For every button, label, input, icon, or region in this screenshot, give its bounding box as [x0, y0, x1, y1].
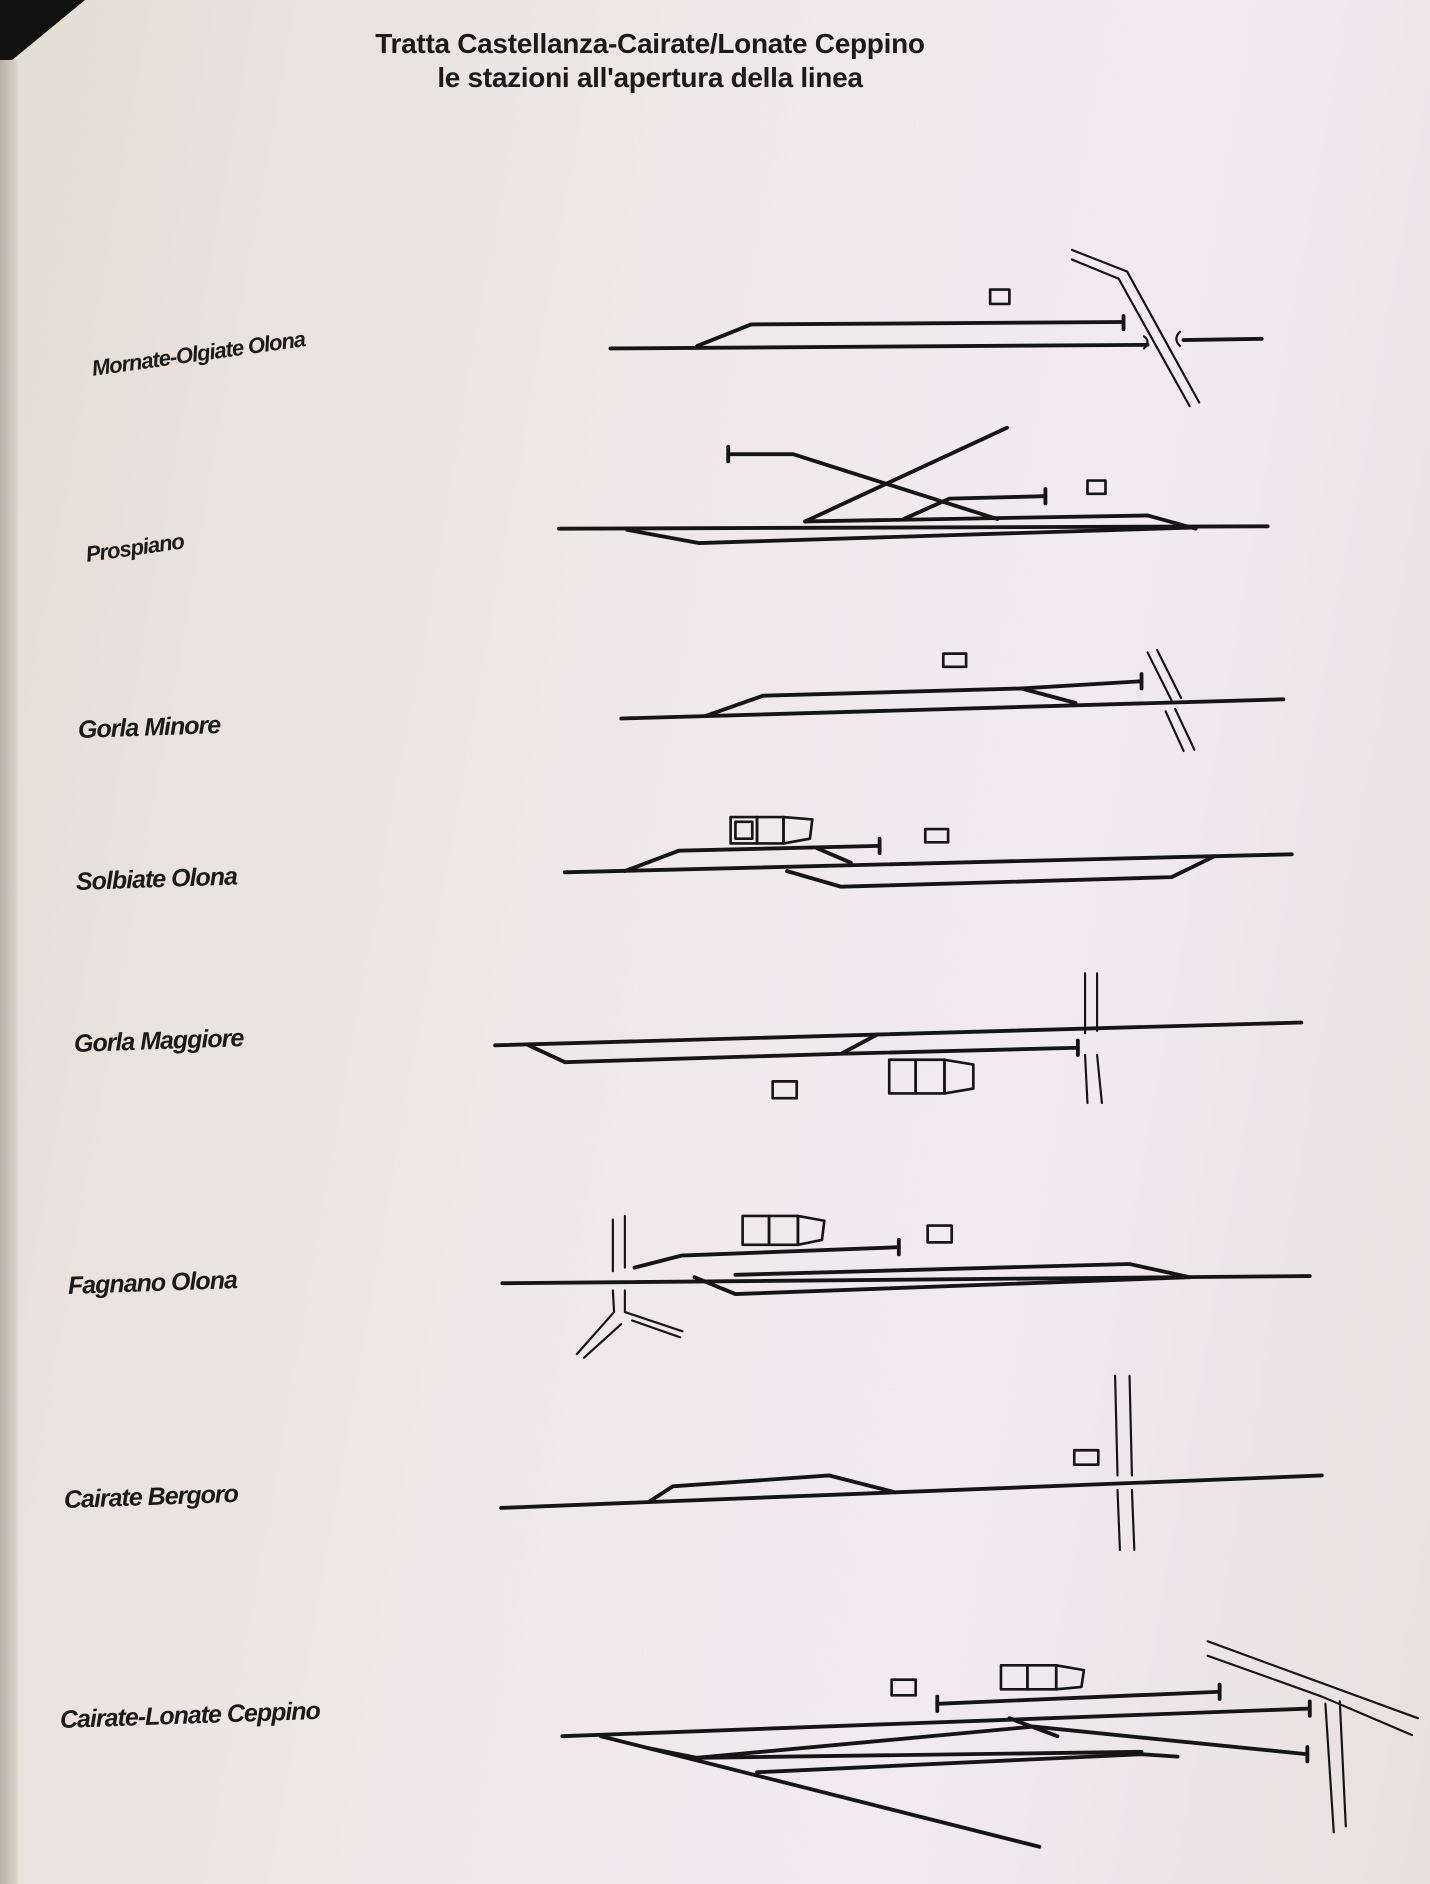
building-icon: [890, 1678, 917, 1697]
track-prospiano: [556, 425, 1270, 546]
track-cairate-bergoro: [499, 1374, 1324, 1552]
building-icon: [926, 1224, 954, 1244]
building-icon: [941, 652, 968, 669]
track-mornate: [608, 248, 1264, 408]
goods-shed-icon: [999, 1663, 1086, 1691]
building-icon: [923, 827, 950, 844]
book-spine: [0, 60, 18, 1884]
track-fagnano: [500, 1214, 1312, 1359]
track-cairate-lonate: [560, 1640, 1419, 1849]
building-icon: [1086, 479, 1107, 496]
track-solbiate: [562, 815, 1294, 889]
goods-shed-icon: [887, 1058, 975, 1095]
track-gorla-maggiore: [493, 972, 1304, 1105]
diagram-title: Tratta Castellanza-Cairate/Lonate Ceppin…: [375, 28, 925, 59]
building-icon: [771, 1080, 799, 1100]
goods-shed-icon: [729, 815, 814, 845]
page-corner-shadow: [0, 0, 85, 70]
track-gorla-minore: [619, 648, 1286, 753]
diagram-subtitle: le stazioni all'apertura della linea: [437, 62, 863, 93]
building-icon: [988, 288, 1011, 306]
goods-shed-icon: [741, 1214, 826, 1247]
building-icon: [1072, 1448, 1100, 1466]
